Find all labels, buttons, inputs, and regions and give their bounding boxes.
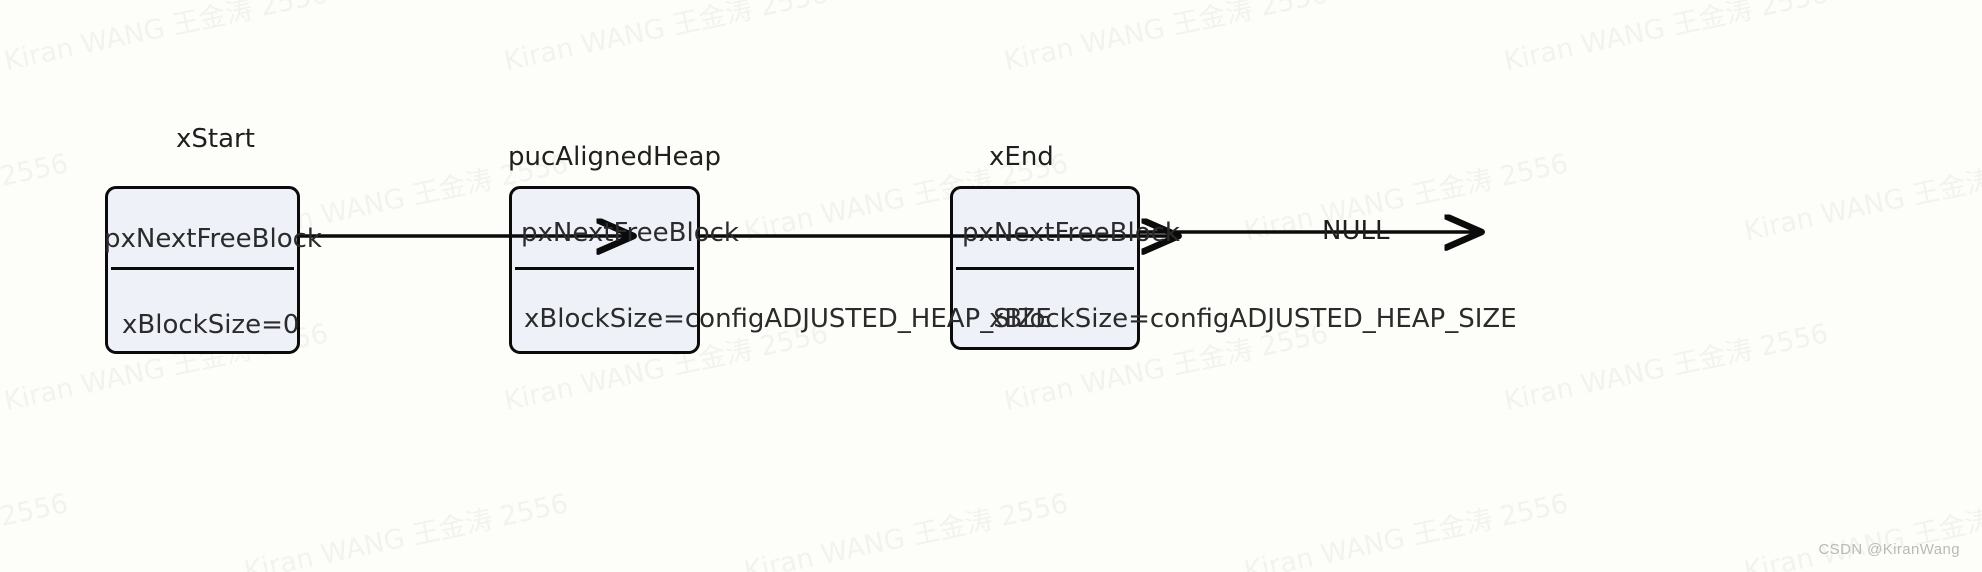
- node-label-xend: xEnd: [989, 142, 1054, 172]
- node-field-pxnextfreeblock-xend: pxNextFreeBlock: [962, 218, 1180, 248]
- node-field-xblocksize-pucalignedheap: xBlockSize=configADJUSTED_HEAP_SIZE: [524, 304, 1052, 334]
- node-field-xblocksize-xstart: xBlockSize=0: [122, 310, 300, 340]
- node-field-pxnextfreeblock-xstart: pxNextFreeBlock: [104, 224, 322, 254]
- node-box-pucalignedheap[interactable]: [509, 186, 700, 354]
- null-terminator: NULL: [1322, 216, 1390, 246]
- node-divider: [111, 267, 294, 270]
- node-box-xstart[interactable]: [105, 186, 300, 354]
- node-label-xstart: xStart: [176, 124, 255, 154]
- node-box-xend[interactable]: [950, 186, 1140, 350]
- csdn-credit: CSDN @KiranWang: [1818, 541, 1960, 558]
- node-divider: [956, 267, 1134, 270]
- node-field-xblocksize-xend: xBlockSize=configADJUSTED_HEAP_SIZE: [989, 304, 1517, 334]
- node-label-pucalignedheap: pucAlignedHeap: [508, 142, 721, 172]
- node-divider: [515, 267, 694, 270]
- node-field-pxnextfreeblock-pucalignedheap: pxNextFreeBlock: [521, 218, 739, 248]
